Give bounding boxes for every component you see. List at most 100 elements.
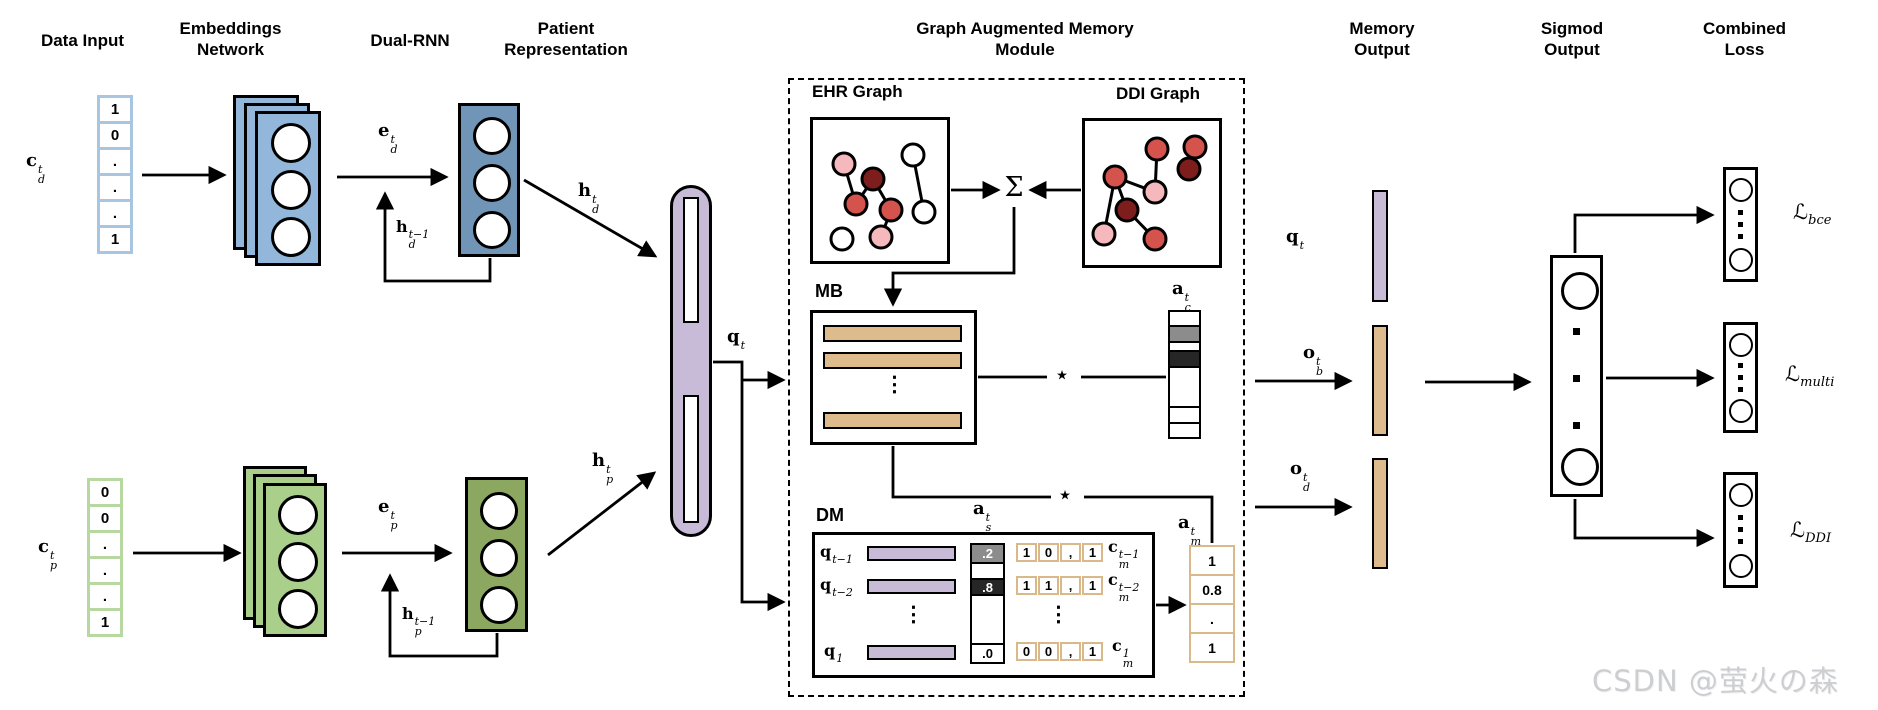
neuron-circle — [1729, 399, 1753, 423]
graph-augmented-memory-module-box — [788, 78, 1245, 697]
label-loss-bce: ℒbce — [1793, 200, 1832, 229]
ddi-graph-title: DDI Graph — [1116, 84, 1201, 103]
neuron-circle — [271, 170, 311, 210]
vertical-dots: ⋮ — [903, 603, 924, 626]
bit-cell: 1 — [1082, 642, 1103, 661]
memory-readout-vector: 1 0.8 . 1 — [1189, 545, 1235, 663]
bit-cell: 1 — [1016, 576, 1037, 595]
attention-cell — [1170, 325, 1199, 341]
vector-cell: . — [90, 559, 120, 585]
dm-title: DM — [816, 505, 844, 525]
vector-cell: . — [100, 150, 130, 176]
neuron-circle — [480, 586, 518, 624]
input-vector-diagnosis: 1 0 . . . 1 — [97, 95, 133, 254]
attention-cell — [972, 562, 1003, 578]
vector-cell: 1 — [100, 98, 130, 124]
neuron-circle — [473, 211, 511, 249]
star-operator-content: ⋆ — [1055, 363, 1069, 388]
header-data-input: Data Input — [40, 31, 125, 50]
vector-cell: 0 — [90, 507, 120, 533]
readout-cell: 1 — [1189, 545, 1235, 576]
dot — [1738, 387, 1743, 392]
memory-slot-bar — [823, 325, 962, 342]
neuron-circle — [1729, 178, 1753, 202]
memory-slot-bar — [823, 412, 962, 429]
neuron-circle — [473, 164, 511, 202]
vector-cell: . — [100, 176, 130, 202]
neuron-circle — [1561, 272, 1599, 310]
attention-cell: .0 — [972, 643, 1003, 662]
memory-output-dynamic-bar — [1372, 458, 1388, 569]
header-dual-rnn: Dual-RNN — [370, 31, 450, 50]
input-vector-procedure: 0 0 . . . 1 — [87, 478, 123, 637]
readout-cell: . — [1189, 603, 1235, 634]
memory-slot-bar — [823, 352, 962, 369]
dot — [1738, 363, 1743, 368]
representation-segment-bottom — [683, 395, 699, 523]
attention-cell — [1170, 366, 1199, 406]
bit-cell: , — [1060, 543, 1081, 562]
neuron-circle — [473, 117, 511, 155]
vertical-dots: ⋮ — [884, 373, 905, 396]
dot-square — [1573, 422, 1580, 429]
dot — [1738, 222, 1743, 227]
medication-bits-row: 1 1 , 1 — [1016, 576, 1104, 595]
vertical-dots: ⋮ — [1048, 603, 1069, 626]
query-history-bar — [867, 645, 956, 660]
dot — [1738, 527, 1743, 532]
neuron-circle — [278, 589, 318, 629]
bit-cell: 0 — [1016, 642, 1037, 661]
memory-output-query-bar — [1372, 190, 1388, 302]
neuron-circle — [1729, 483, 1753, 507]
vector-cell: 0 — [100, 124, 130, 150]
ehr-graph — [810, 117, 950, 264]
loss-vector-ddi — [1723, 472, 1758, 588]
vector-cell: . — [100, 202, 130, 228]
dot-square — [1573, 328, 1580, 335]
neuron-circle — [271, 217, 311, 257]
vector-cell: 1 — [100, 228, 130, 251]
bit-cell: 0 — [1038, 642, 1059, 661]
attention-cell — [972, 594, 1003, 643]
neuron-circle — [271, 123, 311, 163]
bit-cell: 1 — [1082, 576, 1103, 595]
neuron-circle — [278, 542, 318, 582]
attention-cell: .2 — [972, 545, 1003, 562]
neuron-circle — [1561, 448, 1599, 486]
attention-cell — [1170, 341, 1199, 350]
dot — [1738, 375, 1743, 380]
readout-cell: 0.8 — [1189, 574, 1235, 605]
bit-cell: 1 — [1016, 543, 1037, 562]
rnn-box-diagnosis — [458, 103, 520, 257]
dot-square — [1573, 375, 1580, 382]
vector-cell: . — [90, 585, 120, 611]
content-attention-vector — [1168, 310, 1201, 439]
slot-attention-vector: .2 .8 .0 — [970, 543, 1005, 664]
medication-bits-row: 1 0 , 1 — [1016, 543, 1104, 562]
bit-cell: , — [1060, 576, 1081, 595]
bit-cell: 1 — [1038, 576, 1059, 595]
rnn-box-procedure — [465, 477, 528, 632]
ddi-graph — [1082, 118, 1222, 268]
dot — [1738, 210, 1743, 215]
dot — [1738, 515, 1743, 520]
